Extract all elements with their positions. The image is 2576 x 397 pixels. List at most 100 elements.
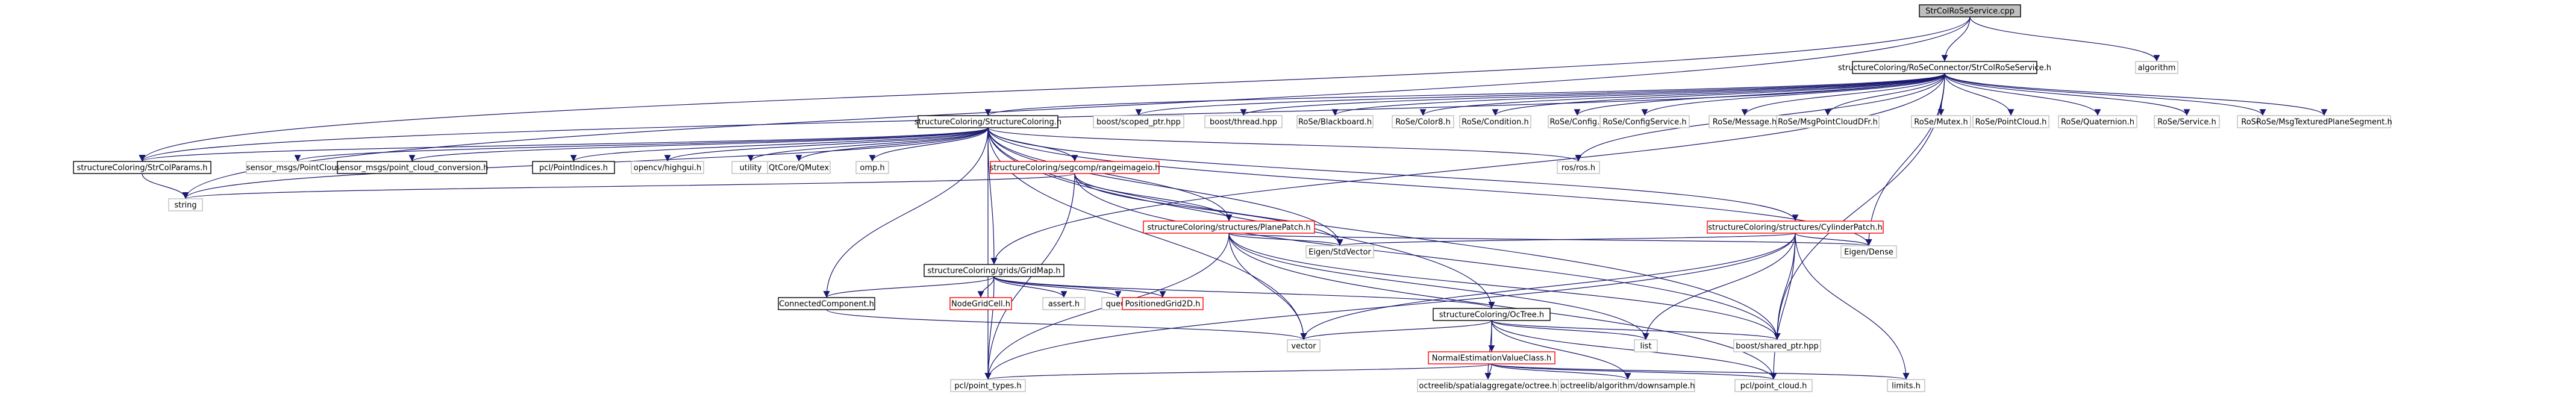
node-label: RoSe/Service.h — [2157, 118, 2216, 127]
edge-structure_coloring_h-to-utility — [747, 127, 989, 162]
node-planepatch[interactable]: structureColoring/structures/PlanePatch.… — [1143, 220, 1315, 234]
edge-structure_coloring_h-to-planepatch — [987, 127, 1233, 222]
edge-cylinderpatch-to-pcl_point_types — [984, 233, 1796, 380]
node-box — [1296, 115, 1374, 128]
node-normalest[interactable]: NormalEstimationValueClass.h — [1428, 351, 1555, 364]
node-nodegridcell[interactable]: NodeGridCell.h — [949, 297, 1012, 310]
node-cylinderpatch[interactable]: structureColoring/structures/CylinderPat… — [1707, 220, 1884, 234]
node-pcl-point-types: pcl/point_types.h — [950, 379, 1026, 392]
node-box — [1887, 379, 1925, 392]
node-structure-coloring-h[interactable]: structureColoring/StructureColoring.h — [914, 115, 1061, 128]
node-gridmap[interactable]: structureColoring/grids/GridMap.h — [924, 264, 1064, 277]
node-label: RoSe/MsgPointCloudDFr.h — [1778, 118, 1878, 127]
node-box — [1734, 379, 1813, 392]
edge-cylinderpatch-to-list — [1642, 233, 1796, 340]
node-positionedgrid[interactable]: PositionedGrid2D.h — [1122, 297, 1204, 310]
edge-structure_coloring_h-to-qtcore_qmutex — [795, 127, 989, 162]
node-box — [950, 379, 1026, 392]
node-list: list — [1634, 339, 1658, 352]
node-label: structureColoring/grids/GridMap.h — [927, 267, 1060, 276]
node-label: PositionedGrid2D.h — [1125, 300, 1201, 309]
node-service-h[interactable]: structureColoring/RoSeConnector/StrColRo… — [1838, 61, 2051, 74]
edges-layer — [139, 16, 2328, 380]
edge-octree-to-shared_ptr — [1491, 320, 1781, 340]
edge-cylinderpatch-to-eigen_stdvector — [1337, 233, 1796, 246]
node-connected[interactable]: ConnectedComponent.h — [778, 297, 875, 310]
edge-structure_coloring_h-to-opencv_highgui — [664, 127, 989, 162]
node-box — [2257, 115, 2391, 128]
node-root[interactable]: StrColRoSeService.cpp — [1919, 4, 2021, 17]
edge-connected-to-vector — [826, 309, 1307, 340]
node-box — [1733, 339, 1821, 352]
node-box — [1204, 115, 1283, 128]
edge-structure_coloring_h-to-gridmap — [987, 127, 998, 265]
node-box — [73, 161, 211, 174]
node-box — [1560, 379, 1695, 392]
edge-service_h-to-rose_message — [1741, 73, 1945, 116]
node-segcomp[interactable]: structureColoring/segcomp/rangeimageio.h — [990, 161, 1160, 174]
node-label: RoSe/MsgTexturedPlaneSegment.h — [2256, 118, 2392, 127]
edge-octree-to-pcl_point_cloud — [1491, 320, 1777, 380]
edge-service_h-to-thread_hpp — [1240, 73, 1945, 116]
node-label: RoSe/Blackboard.h — [1298, 118, 1372, 127]
edge-strcolparams-to-string — [142, 173, 189, 199]
edge-cylinderpatch-to-eigen_dense — [1795, 233, 1872, 246]
edge-octree-to-octreelib_spatial — [1484, 320, 1492, 380]
node-rose-msgtextured: RoSe/MsgTexturedPlaneSegment.h — [2256, 115, 2392, 128]
edge-segcomp-to-eigen_stdvector — [1074, 173, 1343, 246]
node-box — [767, 161, 831, 174]
node-box — [168, 198, 203, 211]
node-label: octreelib/algorithm/downsample.h — [1561, 382, 1695, 391]
node-label: opencv/highgui.h — [634, 164, 701, 173]
node-vector: vector — [1287, 339, 1321, 352]
node-box — [1919, 4, 2021, 17]
node-rose-blackboard: RoSe/Blackboard.h — [1296, 115, 1374, 128]
edge-service_h-to-rose_condition — [1492, 73, 1945, 116]
edge-service_h-to-rose_pointcloud — [1944, 73, 2015, 116]
edge-service_h-to-structure_coloring_h — [985, 73, 1945, 116]
node-label: NodeGridCell.h — [951, 300, 1010, 309]
node-box — [1599, 115, 1690, 128]
edge-planepatch-to-vector — [1228, 233, 1307, 340]
node-label: boost/thread.hpp — [1210, 118, 1277, 127]
node-box — [1459, 115, 1531, 128]
node-box — [1852, 61, 2037, 74]
nodes-layer: StrColRoSeService.cpp structureColoring/R… — [73, 4, 2392, 392]
edge-service_h-to-rose_sid — [1944, 73, 2266, 116]
node-label: RoSe/Message.h — [1713, 118, 1777, 127]
node-box — [1840, 245, 1897, 258]
node-rose-condition: RoSe/Condition.h — [1459, 115, 1531, 128]
node-strcolparams[interactable]: structureColoring/StrColParams.h — [73, 161, 211, 174]
edge-gridmap-to-connected — [823, 276, 995, 298]
node-label: RoSe/ConfigService.h — [1602, 118, 1686, 127]
node-box — [2135, 61, 2178, 74]
edge-gridmap-to-octree — [993, 276, 1495, 309]
node-label: NormalEstimationValueClass.h — [1432, 354, 1552, 363]
edge-normalest-to-pcl_point_types — [985, 363, 1492, 380]
node-box — [1707, 220, 1884, 234]
edge-normalest-to-pcl_point_cloud — [1491, 363, 1777, 380]
node-box — [1143, 220, 1315, 234]
edge-service_h-to-gridmap — [990, 73, 1945, 265]
node-label: algorithm — [2138, 64, 2176, 73]
node-sensor-conversion[interactable]: sensor_msgs/point_cloud_conversion.h — [336, 161, 489, 174]
node-label: RoSe/Condition.h — [1462, 118, 1528, 127]
node-thread-hpp: boost/thread.hpp — [1204, 115, 1283, 128]
node-omp-h: omp.h — [855, 161, 889, 174]
node-pcl-pointindices[interactable]: pcl/PointIndices.h — [532, 161, 615, 174]
node-octree[interactable]: structureColoring/OcTree.h — [1433, 308, 1551, 321]
edge-cylinderpatch-to-vector — [1300, 233, 1796, 340]
node-box — [1433, 308, 1551, 321]
node-label: structureColoring/segcomp/rangeimageio.h — [990, 164, 1160, 173]
node-label: RoSe/PointCloud.h — [1975, 118, 2047, 127]
node-box — [1093, 115, 1184, 128]
node-box — [1776, 115, 1880, 128]
node-box — [949, 297, 1012, 310]
node-box — [855, 161, 889, 174]
edge-normalest-to-limits — [1491, 363, 1909, 380]
node-box — [631, 161, 704, 174]
node-label: utility — [740, 164, 762, 173]
edge-structure_coloring_h-to-strcolparams — [139, 127, 989, 162]
node-rose-configservice: RoSe/ConfigService.h — [1599, 115, 1690, 128]
node-label: boost/shared_ptr.hpp — [1736, 342, 1819, 351]
